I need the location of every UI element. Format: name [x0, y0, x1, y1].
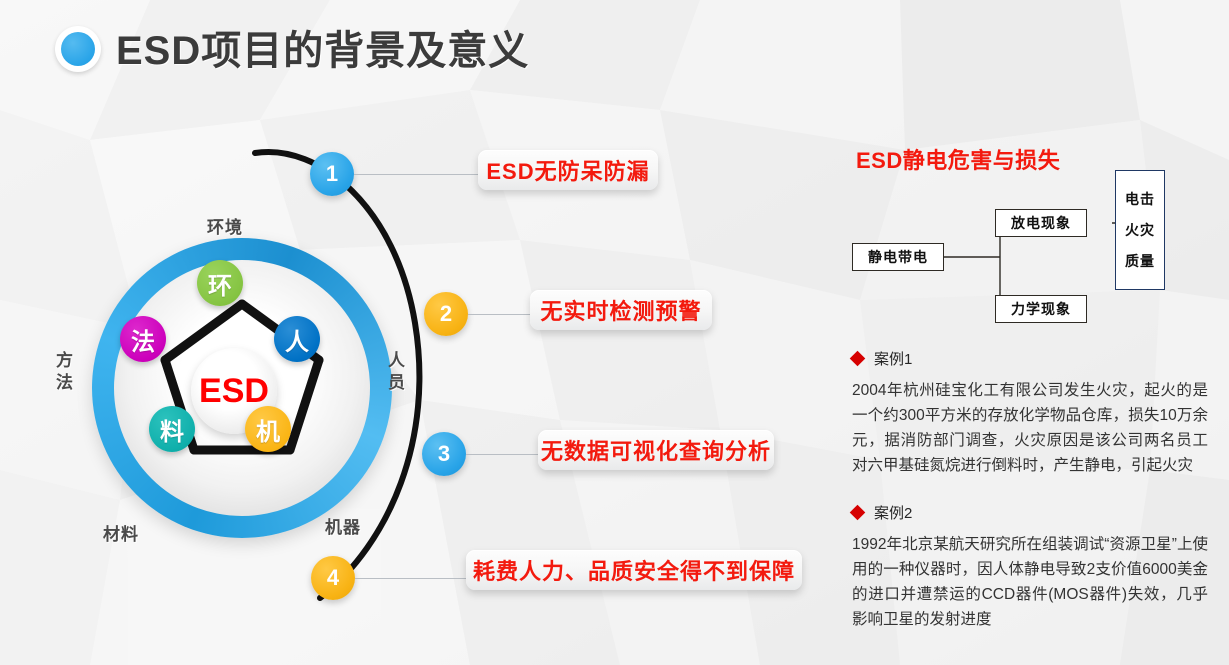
step-number-2[interactable]: 2: [424, 292, 468, 336]
callout-box-2-label: 无实时检测预警: [540, 299, 702, 324]
case-1-body: 2004年杭州硅宝化工有限公司发生火灾，起火的是一个约300平方米的存放化学物品…: [852, 382, 1208, 474]
step-number-3[interactable]: 3: [422, 432, 466, 476]
flow-box-branch-1: 放电现象: [995, 209, 1087, 237]
node-fa[interactable]: 法: [120, 316, 166, 362]
ring-label-renyuan: 人员: [388, 351, 406, 392]
flow-outcome-2: 火灾: [1125, 221, 1155, 238]
case-2-body: 1992年北京某航天研究所在组装调试“资源卫星”上使用的一种仪器时，因人体静电导…: [852, 536, 1208, 628]
step-number-4[interactable]: 4: [311, 556, 355, 600]
connector-line-4: [355, 578, 467, 579]
case-2-heading: 案例2: [849, 502, 913, 523]
step-number-1[interactable]: 1: [310, 152, 354, 196]
right-panel: ESD静电危害与损失 静电带电 放电现象 力学现象 电击: [840, 0, 1229, 665]
node-huan-label: 环: [208, 272, 232, 300]
connector-line-3: [466, 454, 602, 455]
flow-box-source: 静电带电: [852, 243, 944, 271]
right-panel-title: ESD静电危害与损失: [856, 148, 1061, 173]
flow-box-branch-2-label: 力学现象: [1011, 301, 1071, 317]
slide-header: ESD项目的背景及意义: [0, 0, 1229, 88]
ring-label-cailiao: 材料: [103, 525, 139, 544]
step-number-2-label: 2: [439, 301, 453, 326]
node-ji[interactable]: 机: [245, 406, 291, 452]
node-liao[interactable]: 料: [149, 406, 195, 452]
fishbone-ring-diagram: ESD 环 人 机 料 法 环境 人员 机器 材料 方法 1: [0, 88, 830, 665]
page-title: ESD项目的背景及意义: [116, 29, 530, 73]
case-1-heading-label: 案例1: [874, 351, 913, 368]
callout-box-3-label: 无数据可视化查询分析: [541, 439, 772, 464]
callout-box-4[interactable]: 耗费人力、品质安全得不到保障: [466, 550, 802, 590]
node-fa-label: 法: [131, 328, 155, 356]
ring-label-fangfa: 方法: [56, 351, 74, 392]
node-ren-label: 人: [285, 328, 309, 356]
callout-box-1[interactable]: ESD无防呆防漏: [478, 150, 658, 190]
flow-box-source-label: 静电带电: [868, 249, 928, 265]
red-diamond-icon: [849, 504, 866, 521]
node-ren[interactable]: 人: [274, 316, 320, 362]
node-ji-label: 机: [256, 418, 280, 446]
case-2-heading-label: 案例2: [874, 505, 913, 522]
flow-box-outcomes: 电击 火灾 质量: [1115, 170, 1165, 290]
ring-label-jiqi: 机器: [325, 518, 361, 537]
step-number-1-label: 1: [325, 161, 339, 186]
step-number-3-label: 3: [437, 441, 451, 466]
callout-box-3[interactable]: 无数据可视化查询分析: [538, 430, 774, 470]
callout-box-1-label: ESD无防呆防漏: [486, 159, 650, 184]
blue-dot-icon: [55, 26, 101, 72]
node-huan[interactable]: 环: [197, 260, 243, 306]
callout-box-4-label: 耗费人力、品质安全得不到保障: [473, 559, 796, 584]
connector-line-1: [354, 174, 484, 175]
red-diamond-icon: [849, 350, 866, 367]
flow-outcome-1: 电击: [1125, 190, 1155, 207]
ring-label-huanjing: 环境: [207, 218, 243, 237]
flow-outcome-3: 质量: [1125, 253, 1155, 270]
center-node-label: ESD: [199, 371, 269, 410]
flow-box-branch-2: 力学现象: [995, 295, 1087, 323]
ring-graphic: ESD 环 人 机 料 法: [92, 238, 392, 538]
flow-box-branch-1-label: 放电现象: [1011, 215, 1071, 231]
callout-box-2[interactable]: 无实时检测预警: [530, 290, 712, 330]
node-liao-label: 料: [160, 418, 184, 446]
case-1-heading: 案例1: [849, 348, 913, 369]
step-number-4-label: 4: [326, 565, 340, 590]
